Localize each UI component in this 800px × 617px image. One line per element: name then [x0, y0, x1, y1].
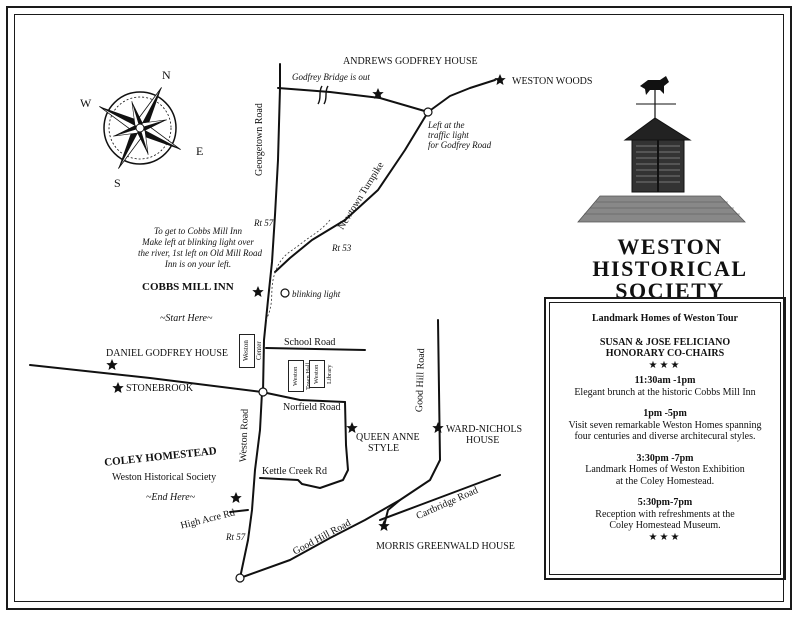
main-east-west-road [29, 364, 263, 393]
good-hill-road-top-label: Good Hill Road [414, 348, 428, 413]
high-acre-rd [229, 509, 249, 513]
traffic-light-note-line-3: for Godfrey Road [428, 140, 492, 150]
norfield-road [261, 391, 346, 403]
cobbs-mill-inn-label: COBBS MILL INN [142, 281, 234, 293]
weston-town-hall-label: Weston Town Hall [288, 360, 312, 392]
tour-info-panel: Landmark Homes of Weston Tour SUSAN & JO… [544, 297, 786, 580]
good-hill-stub [383, 499, 401, 527]
traffic-light-note-line-1: Left at the [428, 120, 465, 130]
event-time: 3:30pm -7pm [636, 452, 694, 464]
godfrey-road [277, 87, 429, 113]
traffic-light-note-line-2: traffic light [428, 130, 469, 140]
cobbs-note-line-4: Inn is on your left. [164, 259, 232, 269]
event-desc: at the Coley Homestead. [615, 475, 715, 487]
georgetown-road-label: Georgetown Road [254, 103, 265, 176]
star-icon [252, 286, 264, 297]
cupola-weathervane-icon [577, 76, 746, 223]
weston-woods-road [427, 79, 496, 113]
traffic-light-note: Left at the traffic light for Godfrey Ro… [428, 120, 491, 150]
start-here-label: ~Start Here~ [160, 313, 213, 324]
blinking-light-label: blinking light [292, 289, 341, 299]
ward-nichols-line-1: WARD-NICHOLS [446, 424, 523, 435]
river [265, 219, 331, 321]
title-line-1: WESTON [617, 234, 723, 259]
inner-frame [14, 14, 784, 602]
stonebrook-label: STONEBROOK [126, 383, 194, 394]
compass-s: S [114, 176, 121, 190]
title-line-3: SOCIETY [615, 278, 725, 303]
rt57-top-label: Rt 57 [254, 218, 274, 228]
morris-greenwald-house-label: MORRIS GREENWALD HOUSE [376, 541, 515, 552]
stars-end: ★★★ [648, 531, 682, 543]
queen-anne-style-label: QUEEN ANNE STYLE [356, 432, 420, 454]
star-icon [230, 492, 242, 503]
honorary-line-2: HONORARY CO-CHAIRS [605, 348, 725, 359]
queen-anne-line-2: STYLE [368, 443, 400, 454]
tour-heading: Landmark Homes of Weston Tour [592, 313, 738, 324]
weston-center-label: Weston Center [239, 334, 263, 368]
norfield-road-label: Norfield Road [283, 402, 341, 413]
tour-info-inner: Landmark Homes of Weston Tour SUSAN & JO… [549, 302, 781, 575]
weston-historical-society-label: Weston Historical Society [112, 472, 217, 483]
event-homes-tour: 1pm -5pm Visit seven remarkable Weston H… [558, 408, 772, 443]
norfield-loop [259, 401, 349, 489]
good-hill-road-lower [239, 319, 441, 579]
cobbs-note-line-2: Make left at blinking light over [142, 237, 254, 247]
weston-road-label: Weston Road [238, 408, 251, 463]
cobbs-note-line-3: the river, 1st left on Old Mill Road [138, 248, 262, 258]
cobbs-note-line-1: To get to Cobbs Mill Inn [154, 226, 242, 236]
weston-road [239, 391, 263, 579]
newtown-turnpike [274, 111, 429, 273]
georgetown-road [262, 63, 281, 393]
cartbridge-road [379, 474, 501, 521]
compass-e: E [196, 144, 204, 158]
star-icon [432, 422, 444, 433]
event-desc: Coley Homestead Museum. [609, 520, 721, 531]
event-desc: Landmark Homes of Weston Exhibition [585, 464, 745, 475]
society-title: WESTON HISTORICAL SOCIETY [560, 236, 780, 302]
compass-w: W [80, 96, 92, 110]
rt57-bottom-label: Rt 57 [226, 532, 246, 542]
weston-library-text: Weston Library [313, 364, 333, 384]
event-reception: 5:30pm-7pm Reception with refreshments a… [558, 497, 772, 532]
school-road-label: School Road [284, 337, 336, 348]
event-time: 11:30am -1pm [634, 375, 696, 386]
cobbs-mill-directions: To get to Cobbs Mill Inn Make left at bl… [138, 226, 262, 270]
weston-center-text: Weston Center [242, 340, 263, 362]
compass-rose-icon [99, 87, 181, 169]
event-desc: four centuries and diverse architecural … [574, 431, 756, 442]
star-icon [378, 520, 390, 531]
event-exhibition: 3:30pm -7pm Landmark Homes of Weston Exh… [558, 453, 772, 488]
event-brunch: 11:30am -1pm Elegant brunch at the histo… [558, 375, 772, 398]
outer-frame [6, 6, 792, 610]
star-icon [494, 74, 506, 85]
star-icon [106, 359, 118, 370]
school-road [265, 347, 366, 351]
daniel-godfrey-house-label: DANIEL GODFREY HOUSE [106, 348, 229, 359]
weston-library-label: Weston Library [309, 360, 333, 388]
rt53-label: Rt 53 [332, 243, 352, 253]
title-line-2: HISTORICAL [592, 256, 748, 281]
queen-anne-line-1: QUEEN ANNE [356, 432, 420, 443]
ward-nichols-house-label: WARD-NICHOLS HOUSE [446, 424, 522, 446]
star-icon [112, 382, 124, 393]
event-desc: Visit seven remarkable Weston Homes span… [568, 419, 762, 431]
traffic-light-icon [235, 107, 433, 583]
godfrey-bridge-note: Godfrey Bridge is out [292, 72, 370, 82]
kettle-creek-rd-label: Kettle Creek Rd [262, 466, 327, 477]
honorary-line-1: SUSAN & JOSE FELICIANO [599, 336, 731, 348]
bridge-out-icon [317, 85, 329, 105]
compass-n: N [162, 68, 171, 82]
event-time: 1pm -5pm [643, 408, 687, 419]
stars-divider: ★★★ [648, 359, 682, 371]
event-time: 5:30pm-7pm [637, 497, 693, 508]
andrews-godfrey-house-label: ANDREWS GODFREY HOUSE [343, 56, 478, 67]
ward-nichols-line-2: HOUSE [466, 435, 500, 446]
event-desc: Elegant brunch at the historic Cobbs Mil… [574, 386, 756, 398]
weston-woods-label: WESTON WOODS [512, 76, 593, 87]
event-desc: Reception with refreshments at the [595, 508, 735, 520]
end-here-label: ~End Here~ [146, 492, 196, 503]
